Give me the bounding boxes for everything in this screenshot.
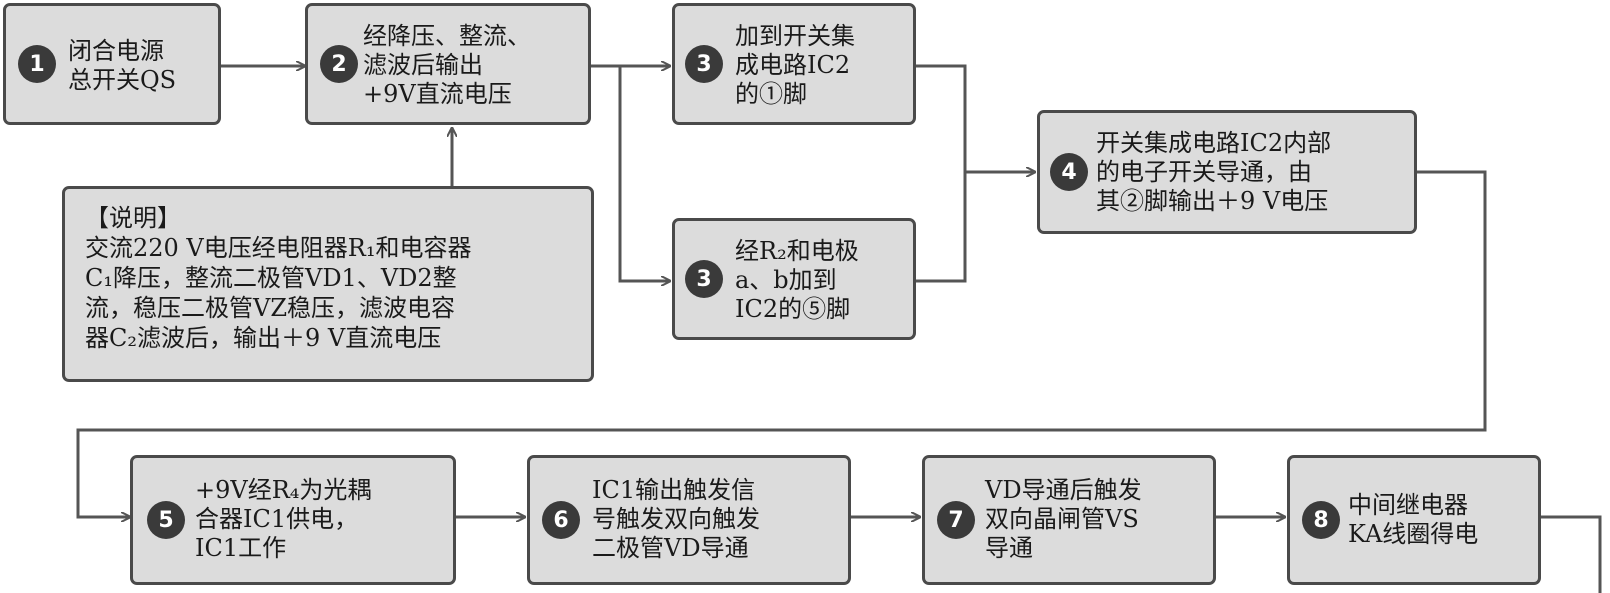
step-number-badge: 8 [1302,501,1340,539]
step-text: 开关集成电路IC2内部的电子开关导通，由其②脚输出＋9 V电压 [1096,129,1331,216]
arrow-8-out [1540,515,1602,593]
step-text-line: 的电子开关导通，由 [1096,158,1312,186]
step-number-badge: 6 [542,501,580,539]
step-text-line: 双向晶闸管VS [985,505,1139,533]
step-number-badge: 1 [18,45,56,83]
step-number-badge: 3 [685,260,723,298]
step-text-line: VD导通后触发 [985,476,1142,504]
step-text-line: +9V经R₄为光耦 [195,476,372,504]
step-s6-box: 6 IC1输出触发信号触发双向触发二极管VD导通 [527,455,851,585]
arrow-4-to-5 [76,170,1487,517]
step-text-line: 导通 [985,534,1033,562]
step-text-line: 开关集成电路IC2内部 [1096,129,1332,157]
step-text-line: IC1输出触发信 [592,476,756,504]
step-text-line: 合器IC1供电， [195,505,359,533]
step-number-badge: 3 [685,45,723,83]
step-text-line: 成电路IC2 [735,51,851,79]
step-s1-box: 1 闭合电源总开关QS [3,3,221,125]
step-text-line: a、b加到 [735,266,837,294]
note-heading: 【说明】 [85,204,181,232]
note-line: 交流220 V电压经电阻器R₁和电容器 [85,234,472,262]
step-text: 经降压、整流、滤波后输出+9V直流电压 [363,22,531,109]
arrow-3a-merge [915,64,967,283]
step-text-line: +9V直流电压 [363,80,512,108]
note-line: C₁降压，整流二极管VD1、VD2整 [85,264,457,292]
step-text-line: 加到开关集 [735,22,855,50]
step-text-line: 的①脚 [735,80,807,108]
step-text-line: KA线圈得电 [1348,520,1479,548]
step-number-badge: 4 [1050,153,1088,191]
step-text-line: 总开关QS [68,66,177,94]
step-text-line: 中间继电器 [1348,491,1468,519]
step-text-line: 经R₂和电极 [735,237,859,265]
step-s5-box: 5 +9V经R₄为光耦合器IC1供电，IC1工作 [130,455,456,585]
arrow-2-to-3b [618,66,670,281]
note-line: 流，稳压二极管VZ稳压，滤波电容 [85,294,456,322]
step-text: 闭合电源总开关QS [68,37,176,95]
step-text-line: 滤波后输出 [363,51,483,79]
note-line: 器C₂滤波后，输出＋9 V直流电压 [85,324,442,352]
step-text-line: 其②脚输出＋9 V电压 [1096,187,1329,215]
step-text: IC1输出触发信号触发双向触发二极管VD导通 [592,476,760,563]
step-number-badge: 2 [320,45,358,83]
step-text-line: 经降压、整流、 [363,22,531,50]
step-text-line: IC2的⑤脚 [735,295,851,323]
step-text-line: IC1工作 [195,534,287,562]
step-number-badge: 7 [937,501,975,539]
step-text-line: 号触发双向触发 [592,505,760,533]
step-text-line: 二极管VD导通 [592,534,749,562]
step-number-badge: 5 [147,501,185,539]
step-text-line: 闭合电源 [68,37,164,65]
step-text: +9V经R₄为光耦合器IC1供电，IC1工作 [195,476,371,563]
